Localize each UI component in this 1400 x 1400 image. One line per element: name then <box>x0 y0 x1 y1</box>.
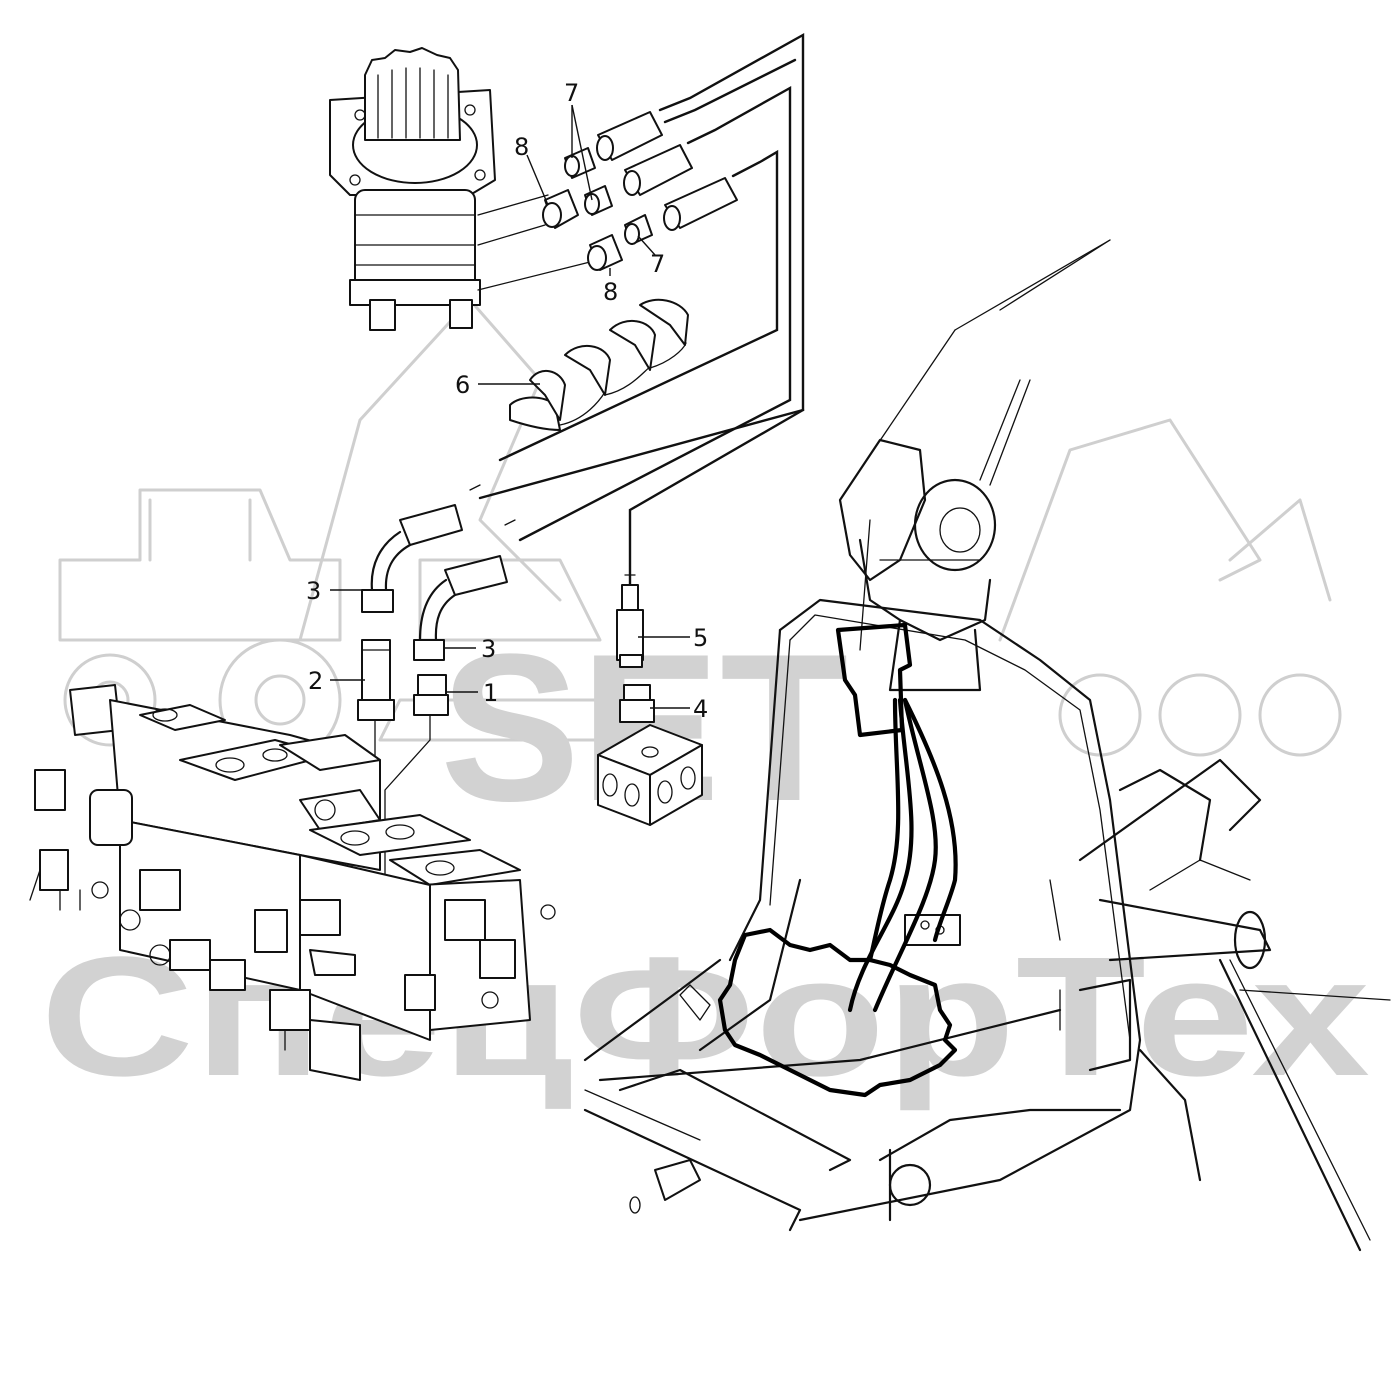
hose-ends-top <box>596 111 738 231</box>
adapter-2 <box>357 639 395 721</box>
swing-motor <box>329 47 496 331</box>
watermark: SET СпецФорТех <box>40 298 1370 1112</box>
callout-7-top: 7 <box>564 79 579 107</box>
fittings-group-top <box>542 147 653 271</box>
callouts: 7 8 7 8 6 3 3 2 1 5 4 <box>306 79 708 723</box>
leader-lines <box>330 104 690 709</box>
watermark-excavator-right <box>998 418 1342 757</box>
callout-5: 5 <box>693 624 708 652</box>
hose-elbows <box>361 504 508 661</box>
machine-hose-routing <box>717 622 958 1098</box>
callout-2: 2 <box>308 667 323 695</box>
fitting-7-a <box>564 147 596 179</box>
adapter-1 <box>413 674 449 716</box>
callout-3-right: 3 <box>481 635 496 663</box>
spiral-guard <box>509 298 689 431</box>
hose-routing <box>469 32 805 587</box>
adapter-5 <box>616 584 644 668</box>
machine-frame <box>583 239 1391 1252</box>
callout-8-top: 8 <box>514 133 529 161</box>
distribution-block <box>597 724 703 826</box>
callout-7-bottom: 7 <box>650 250 665 278</box>
adapters <box>357 584 655 723</box>
callout-6: 6 <box>455 371 470 399</box>
callout-4: 4 <box>693 695 708 723</box>
callout-1: 1 <box>483 679 498 707</box>
fitting-7-c <box>624 214 653 245</box>
control-valve <box>29 684 556 1081</box>
fitting-7-b <box>584 185 613 216</box>
callout-3-left: 3 <box>306 577 321 605</box>
adapter-4 <box>619 684 655 723</box>
motor-port-lines <box>477 194 591 291</box>
callout-8-bottom: 8 <box>603 278 618 306</box>
fitting-8-upper <box>542 189 579 229</box>
fitting-8-lower <box>587 234 623 271</box>
